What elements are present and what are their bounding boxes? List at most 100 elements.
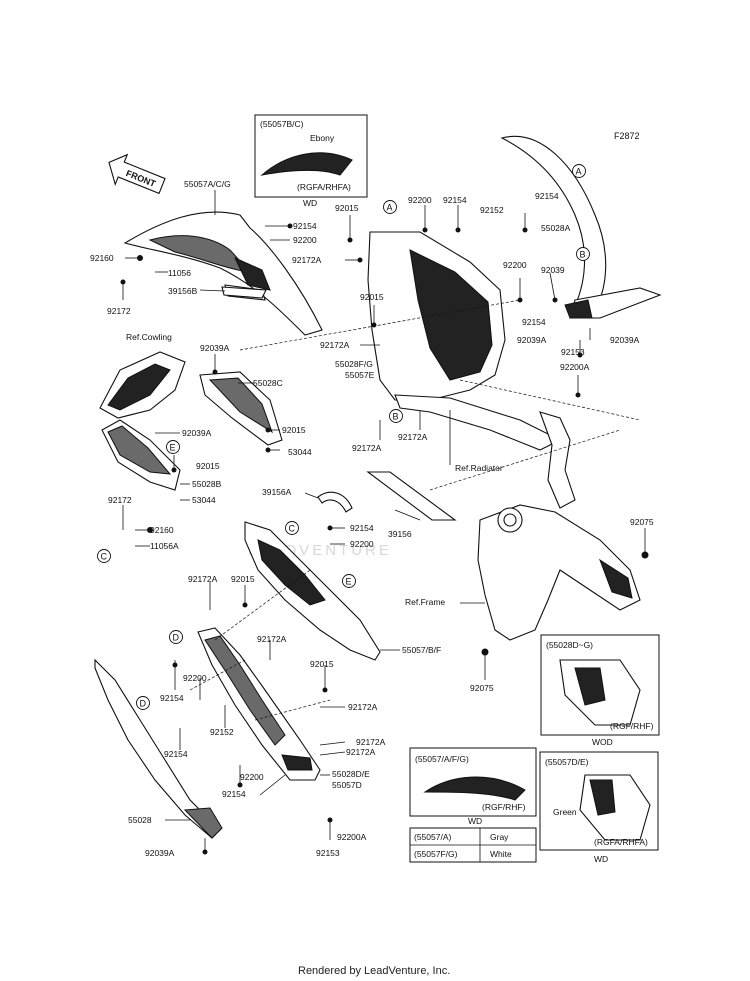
- bolt-icon: [147, 527, 153, 533]
- svg-text:B: B: [393, 412, 399, 422]
- svg-text:D: D: [173, 633, 180, 643]
- footer: Rendered by LeadVenture, Inc.: [298, 965, 450, 977]
- part-label: 92172A: [348, 702, 378, 712]
- bolt-icon: [347, 237, 353, 243]
- part-label: 92153: [316, 848, 340, 858]
- bolt-icon: [212, 369, 218, 375]
- seal-39156a-drawing: [317, 491, 353, 513]
- part-label: 55028B: [192, 479, 222, 489]
- part-label: 92075: [470, 683, 494, 693]
- svg-text:B: B: [580, 250, 586, 260]
- color-table-code-2: (55057F/G): [414, 849, 458, 859]
- part-label: 92015: [196, 461, 220, 471]
- part-label: 92172: [108, 495, 132, 505]
- bolt-icon: [371, 322, 377, 328]
- part-label: 53044: [288, 447, 312, 457]
- part-label: 39156A: [262, 487, 292, 497]
- bolt-icon: [327, 817, 333, 823]
- bolt-icon: [237, 782, 243, 788]
- diagram-code: F2872: [614, 131, 640, 141]
- part-label: 55028D/E: [332, 769, 370, 779]
- bolt-icon: [327, 525, 333, 531]
- color-table-color-2: White: [490, 849, 512, 859]
- seal-39156b-drawing: [221, 286, 267, 299]
- inset-d-g-code: (55028D~G): [546, 640, 593, 650]
- part-label: 55028F/G: [335, 359, 373, 369]
- part-label: 92200: [408, 195, 432, 205]
- part-label: 92172A: [346, 747, 376, 757]
- ref-cowling-drawing: [99, 351, 186, 491]
- part-label: 92172A: [352, 443, 382, 453]
- part-label: 92154: [535, 191, 559, 201]
- part-label: 92200A: [560, 362, 590, 372]
- inner-panel-55028c-drawing: [199, 371, 283, 446]
- bolt-icon: [577, 352, 583, 358]
- inset-d-g-spec: (RGF/RHF): [610, 721, 654, 731]
- part-label: 92154: [222, 789, 246, 799]
- part-label: 92015: [360, 292, 384, 302]
- part-label: 92200: [183, 673, 207, 683]
- bolt-icon: [172, 662, 178, 668]
- part-label: 92039A: [145, 848, 175, 858]
- bolt-icon: [137, 255, 143, 261]
- part-label: 92039A: [517, 335, 547, 345]
- svg-text:E: E: [346, 577, 352, 587]
- part-label: 92154: [293, 221, 317, 231]
- inset-ebony-trim: WD: [303, 198, 317, 208]
- bolt-icon: [357, 257, 363, 263]
- svg-text:A: A: [576, 167, 582, 177]
- part-label: 92152: [210, 727, 234, 737]
- bolt-icon: [522, 227, 528, 233]
- inset-de-spec: (RGFA/RHFA): [594, 837, 648, 847]
- part-label: 92160: [90, 253, 114, 263]
- part-label: 92154: [522, 317, 546, 327]
- part-label: 39156B: [168, 286, 198, 296]
- color-table-code-1: (55057/A): [414, 832, 451, 842]
- bolt-icon: [242, 602, 248, 608]
- inset-de: (55057D/E) Green (RGFA/RHFA) WD: [539, 751, 659, 864]
- part-label: 92200: [503, 260, 527, 270]
- part-label: 92200A: [337, 832, 367, 842]
- part-label: 92172A: [356, 737, 386, 747]
- belly-pan-drawing: [197, 627, 321, 781]
- part-label: 92153: [561, 347, 585, 357]
- part-label: 55028: [128, 815, 152, 825]
- svg-text:C: C: [289, 524, 296, 534]
- bolt-icon: [455, 227, 461, 233]
- ref-frame-drawing: [477, 504, 641, 641]
- part-label: 55057E: [345, 370, 375, 380]
- callout-b-2: B: [389, 409, 403, 423]
- svg-text:A: A: [387, 203, 393, 213]
- svg-text:E: E: [170, 443, 176, 453]
- callout-e-2: E: [342, 574, 356, 588]
- part-label: 92015: [310, 659, 334, 669]
- part-label: 92200: [293, 235, 317, 245]
- callout-d-1: D: [169, 630, 183, 644]
- bolt-icon: [120, 279, 126, 285]
- fasteners: [120, 223, 649, 855]
- part-label: 39156: [388, 529, 412, 539]
- callout-c-2: C: [97, 549, 111, 563]
- svg-text:C: C: [101, 552, 108, 562]
- part-label: 92154: [164, 749, 188, 759]
- part-label: 55057/B/F: [402, 645, 441, 655]
- part-label: 92172A: [320, 340, 350, 350]
- bolt-icon: [265, 427, 271, 433]
- upper-side-fairing-drawing: [500, 135, 662, 319]
- part-label: 92172A: [188, 574, 218, 584]
- front-arrow-icon: FRONT: [108, 153, 166, 195]
- part-label: Ref.Radiator: [455, 463, 503, 473]
- part-label: 55057A/C/G: [184, 179, 231, 189]
- part-label: 92172: [107, 306, 131, 316]
- inset-de-trim: WD: [594, 854, 608, 864]
- part-label: 92015: [282, 425, 306, 435]
- part-label: 55028C: [253, 378, 283, 388]
- radiator-shroud-drawing: [539, 411, 576, 509]
- inset-d-g-trim: WOD: [592, 737, 613, 747]
- part-label: 92152: [480, 205, 504, 215]
- inset-ebony-code: (55057B/C): [260, 119, 304, 129]
- part-label: Ref.Frame: [405, 597, 445, 607]
- bolt-icon: [171, 467, 177, 473]
- inset-afg-code: (55057/A/F/G): [415, 754, 469, 764]
- callout-c-1: C: [285, 521, 299, 535]
